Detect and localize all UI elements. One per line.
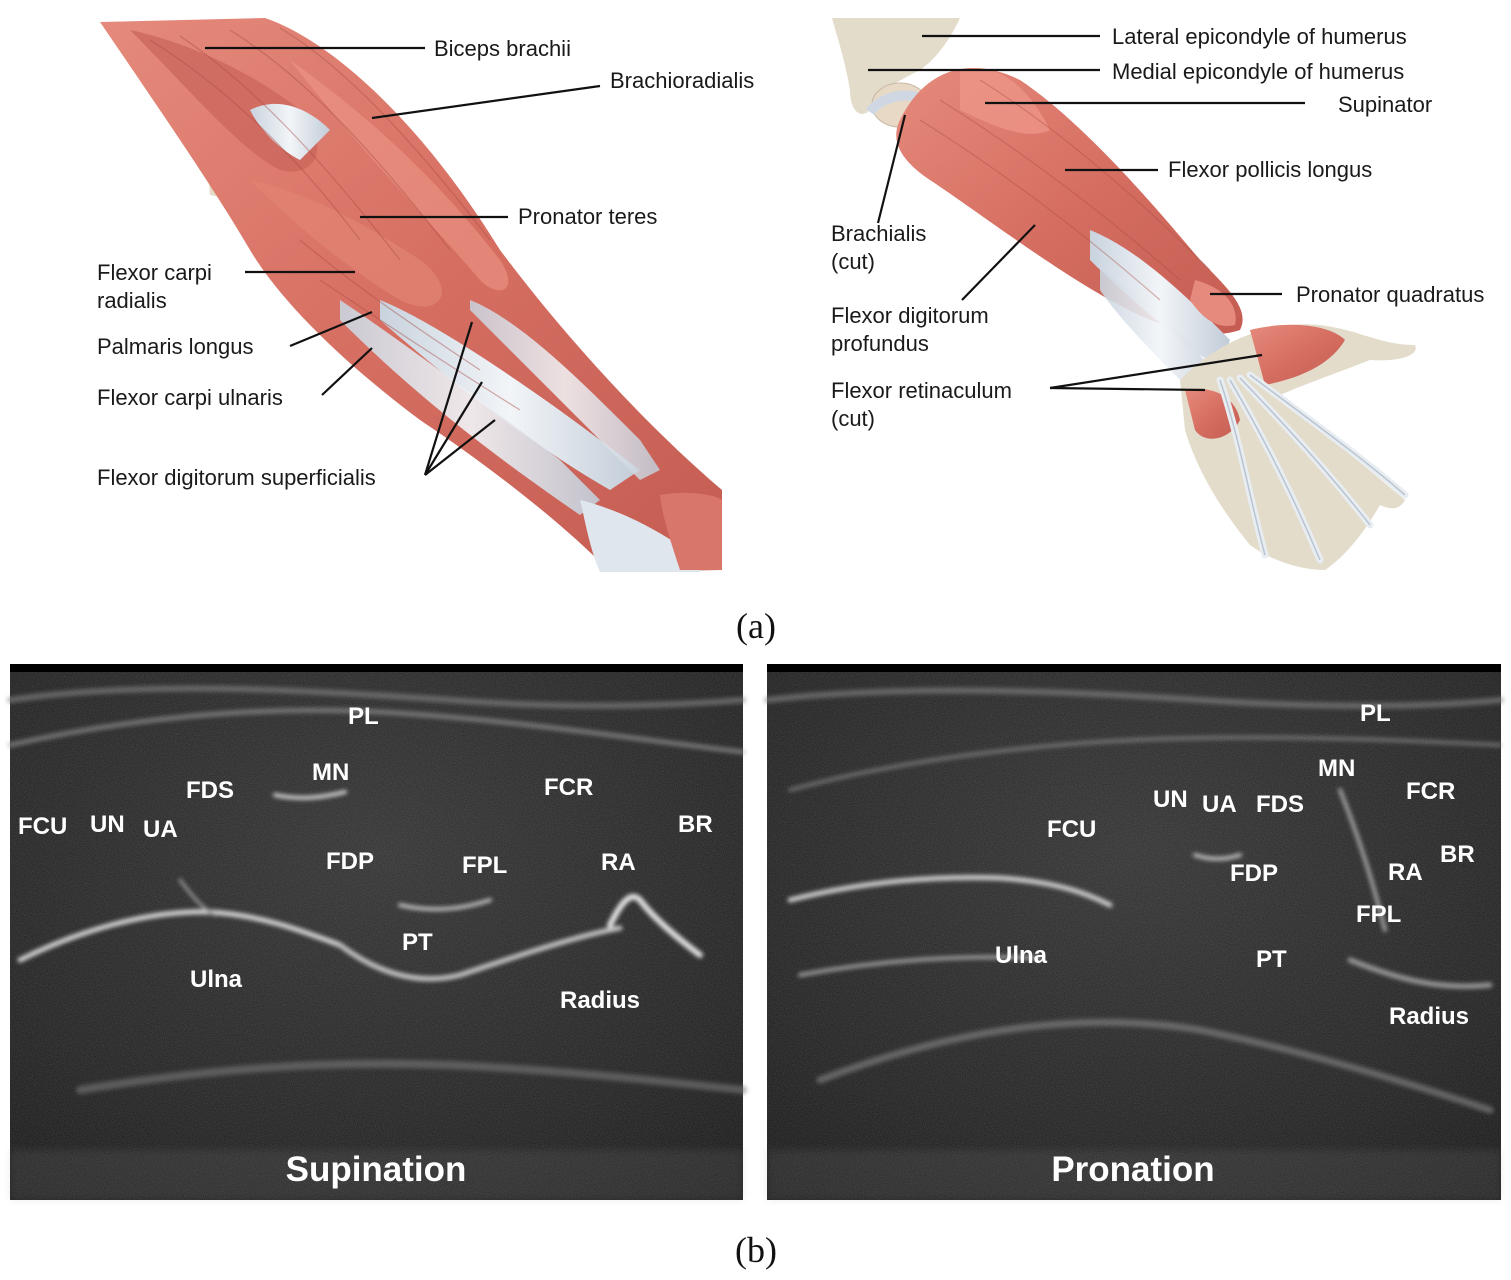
label-lateral-epicondyle: Lateral epicondyle of humerus [1112, 24, 1407, 49]
label-flexor-pollicis-longus: Flexor pollicis longus [1168, 157, 1372, 182]
label-supinator: Supinator [1338, 92, 1432, 117]
label-brachialis-cut: (cut) [831, 249, 875, 274]
us-sup-radius: Radius [560, 987, 640, 1014]
us-pro-fcu: FCU [1047, 816, 1096, 843]
us-pro-pt: PT [1256, 946, 1287, 973]
pronation-title: Pronation [1051, 1150, 1214, 1189]
label-brachialis: Brachialis [831, 221, 926, 246]
us-sup-ra: RA [601, 849, 636, 876]
us-sup-un: UN [90, 811, 125, 838]
label-flexor-digitorum-superficialis: Flexor digitorum superficialis [97, 465, 376, 490]
labels-right: Lateral epicondyle of humerus Medial epi… [831, 24, 1484, 431]
ultrasound-supination [7, 664, 747, 1200]
us-pro-ua: UA [1202, 791, 1237, 818]
us-pro-br: BR [1440, 841, 1475, 868]
us-pro-fpl: FPL [1356, 901, 1401, 928]
label-flexor-carpi-radialis-2: radialis [97, 288, 167, 313]
leader-lines-right [868, 34, 1305, 392]
us-pro-pl: PL [1360, 700, 1391, 727]
label-palmaris-longus: Palmaris longus [97, 334, 254, 359]
labels-pronation: PL MN FCR UN UA FDS FCU BR FDP RA FPL Ul… [995, 700, 1475, 1189]
label-brachioradialis: Brachioradialis [610, 68, 754, 93]
us-sup-fcr: FCR [544, 774, 593, 801]
us-pro-un: UN [1153, 786, 1188, 813]
us-sup-ulna: Ulna [190, 966, 243, 993]
ultrasound-pronation [764, 664, 1504, 1200]
us-pro-radius: Radius [1389, 1003, 1469, 1030]
label-flexor-digitorum-profundus-1: Flexor digitorum [831, 303, 989, 328]
caption-b: (b) [735, 1230, 777, 1270]
us-sup-pt: PT [402, 929, 433, 956]
supination-title: Supination [286, 1150, 467, 1189]
us-pro-fcr: FCR [1406, 778, 1455, 805]
label-biceps-brachii: Biceps brachii [434, 36, 571, 61]
us-pro-ra: RA [1388, 859, 1423, 886]
us-sup-fds: FDS [186, 777, 234, 804]
forearm-deep-illustration [832, 18, 1416, 570]
us-sup-pl: PL [348, 703, 379, 730]
us-sup-fdp: FDP [326, 848, 374, 875]
us-sup-br: BR [678, 811, 713, 838]
us-sup-ua: UA [143, 816, 178, 843]
us-sup-fcu: FCU [18, 813, 67, 840]
caption-a: (a) [736, 606, 776, 646]
leader-lines-left [205, 46, 601, 476]
us-pro-fds: FDS [1256, 791, 1304, 818]
label-flexor-retinaculum-cut: (cut) [831, 406, 875, 431]
us-pro-fdp: FDP [1230, 860, 1278, 887]
labels-supination: PL MN FDS FCR FCU UN UA BR FDP FPL RA PT… [18, 703, 713, 1189]
label-flexor-carpi-ulnaris: Flexor carpi ulnaris [97, 385, 283, 410]
label-medial-epicondyle: Medial epicondyle of humerus [1112, 59, 1404, 84]
us-sup-mn: MN [312, 759, 349, 786]
us-pro-ulna: Ulna [995, 942, 1048, 969]
label-flexor-retinaculum: Flexor retinaculum [831, 378, 1012, 403]
forearm-superficial-illustration [0, 0, 722, 590]
us-sup-fpl: FPL [462, 852, 507, 879]
label-flexor-carpi-radialis-1: Flexor carpi [97, 260, 212, 285]
label-flexor-digitorum-profundus-2: profundus [831, 331, 929, 356]
labels-left: Biceps brachii Brachioradialis Pronator … [97, 36, 754, 490]
us-pro-mn: MN [1318, 755, 1355, 782]
label-pronator-teres: Pronator teres [518, 204, 657, 229]
label-pronator-quadratus: Pronator quadratus [1296, 282, 1484, 307]
